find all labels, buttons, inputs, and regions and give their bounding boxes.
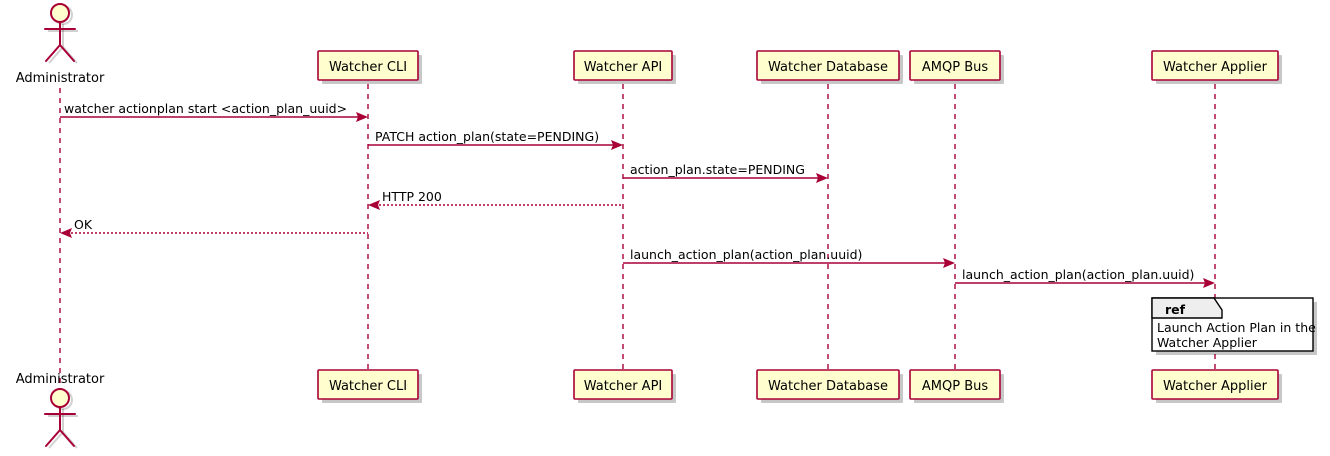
message-7-launch-action-plan-applier: launch_action_plan(action_plan.uuid) — [955, 267, 1215, 288]
ref-fragment-keyword: ref — [1165, 302, 1186, 317]
actor-administrator-bottom: Administrator — [16, 372, 105, 449]
participant-label-watcher-api-top: Watcher API — [584, 60, 663, 75]
message-1-label: watcher actionplan start <action_plan_uu… — [64, 101, 347, 116]
ref-fragment-tab — [1151, 297, 1223, 319]
message-5-label: OK — [74, 217, 93, 232]
participant-rect-watcher-cli-top[interactable] — [317, 50, 419, 81]
actor-administrator-top: Administrator — [16, 3, 105, 86]
participant-rect-watcher-applier-top[interactable] — [1151, 50, 1279, 81]
participant-box-watcher-applier-bottom[interactable]: Watcher Applier — [1151, 369, 1282, 403]
participant-rect-watcher-applier-bottom[interactable] — [1151, 369, 1279, 400]
message-2-label: PATCH action_plan(state=PENDING) — [375, 129, 599, 144]
message-5-arrowhead — [60, 228, 72, 238]
message-7-arrowhead — [1203, 278, 1215, 288]
message-6-arrowhead — [943, 258, 955, 268]
participant-box-watcher-database-bottom[interactable]: Watcher Database — [756, 369, 903, 403]
message-4-label: HTTP 200 — [382, 189, 442, 204]
participant-label-watcher-database-bottom: Watcher Database — [768, 379, 888, 394]
participant-label-amqp-bus-top: AMQP Bus — [922, 60, 988, 75]
message-4-arrowhead — [368, 200, 380, 210]
actor-leg-left-icon — [45, 44, 61, 62]
ref-fragment-line-2: Watcher Applier — [1157, 335, 1258, 350]
message-6-launch-action-plan-bus: launch_action_plan(action_plan.uuid) — [623, 247, 955, 268]
message-2-patch-action-plan: PATCH action_plan(state=PENDING) — [368, 129, 623, 150]
actor-head-icon — [50, 3, 70, 23]
participant-rect-watcher-cli-bottom[interactable] — [317, 369, 419, 400]
message-4-http-200: HTTP 200 — [368, 189, 623, 210]
actor-leg-right-icon-bottom — [59, 429, 75, 447]
participant-rect-watcher-api-bottom[interactable] — [573, 369, 673, 400]
message-1-arrowhead — [356, 112, 368, 122]
participant-label-watcher-applier-top: Watcher Applier — [1163, 60, 1268, 75]
participant-label-watcher-cli-bottom: Watcher CLI — [329, 379, 407, 394]
participant-label-watcher-database-top: Watcher Database — [768, 60, 888, 75]
participant-box-watcher-database-top[interactable]: Watcher Database — [756, 50, 903, 84]
participant-rect-amqp-bus-top[interactable] — [909, 50, 1001, 81]
participant-box-watcher-api-top[interactable]: Watcher API — [573, 50, 676, 84]
participant-rect-watcher-api-top[interactable] — [573, 50, 673, 81]
ref-fragment-line-1: Launch Action Plan in the — [1157, 320, 1316, 335]
participant-box-watcher-cli-top[interactable]: Watcher CLI — [317, 50, 422, 84]
message-3-arrowhead — [816, 173, 828, 183]
participant-rect-watcher-database-bottom[interactable] — [756, 369, 900, 400]
message-6-label: launch_action_plan(action_plan.uuid) — [630, 247, 862, 262]
message-1-watcher-actionplan-start: watcher actionplan start <action_plan_uu… — [60, 101, 368, 122]
message-2-arrowhead — [611, 140, 623, 150]
message-3-label: action_plan.state=PENDING — [630, 162, 805, 177]
actor-leg-right-icon — [59, 44, 75, 62]
actor-label-administrator-bottom: Administrator — [16, 372, 105, 387]
participant-label-watcher-api-bottom: Watcher API — [584, 379, 663, 394]
participant-box-watcher-cli-bottom[interactable]: Watcher CLI — [317, 369, 422, 403]
participant-box-amqp-bus-bottom[interactable]: AMQP Bus — [909, 369, 1004, 403]
participant-box-watcher-applier-top[interactable]: Watcher Applier — [1151, 50, 1282, 84]
message-3-action-plan-state-pending: action_plan.state=PENDING — [623, 162, 828, 183]
participant-box-watcher-api-bottom[interactable]: Watcher API — [573, 369, 676, 403]
participant-label-amqp-bus-bottom: AMQP Bus — [922, 379, 988, 394]
participant-box-amqp-bus-top[interactable]: AMQP Bus — [909, 50, 1004, 84]
participant-rect-watcher-database-top[interactable] — [756, 50, 900, 81]
message-7-label: launch_action_plan(action_plan.uuid) — [962, 267, 1194, 282]
actor-head-icon-bottom — [50, 388, 70, 408]
participant-rect-amqp-bus-bottom[interactable] — [909, 369, 1001, 400]
participant-label-watcher-cli-top: Watcher CLI — [329, 60, 407, 75]
participant-label-watcher-applier-bottom: Watcher Applier — [1163, 379, 1268, 394]
ref-fragment[interactable]: ref Launch Action Plan in the Watcher Ap… — [1151, 297, 1317, 355]
actor-leg-left-icon-bottom — [45, 429, 61, 447]
actor-label-administrator-top: Administrator — [16, 71, 105, 86]
message-5-ok: OK — [60, 217, 368, 238]
lifelines — [59, 84, 1216, 400]
